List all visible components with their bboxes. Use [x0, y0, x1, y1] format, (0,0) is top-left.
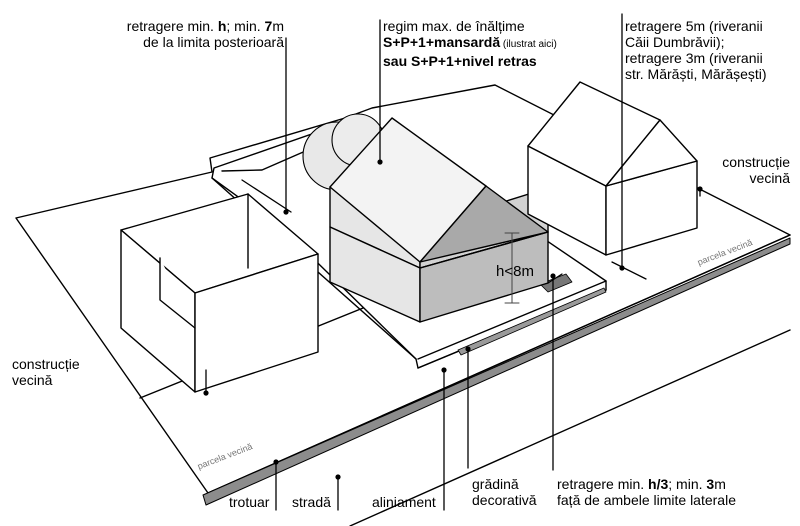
- dot-height-regime: [377, 159, 383, 165]
- dot-street: [335, 474, 341, 480]
- label-sidewalk: trotuar: [229, 494, 270, 510]
- main-house: [329, 117, 549, 323]
- dot-sidewalk: [273, 459, 279, 465]
- curb-strip: [202, 237, 791, 506]
- garden-strip: [457, 287, 607, 356]
- dot-garden: [465, 346, 471, 352]
- rear-setback-line1: retragere min. h; min. 7m: [126, 18, 284, 34]
- label-side-setback-5m: retragere 5m (riveranii Căii Dumbrăvii);…: [625, 18, 767, 82]
- dot-neighbor-left: [203, 390, 209, 396]
- rear-setback-arrow: [241, 179, 292, 213]
- dot-rear-setback: [283, 209, 289, 215]
- neighbor-left-line2: vecină: [12, 372, 53, 388]
- leader-lines: [205, 13, 701, 511]
- garden-line1: grădină: [472, 476, 519, 492]
- house-roof-right: [419, 185, 549, 263]
- dot-alignment: [441, 367, 447, 373]
- side-setback-line4: str. Mărăști, Mărășești): [625, 66, 767, 82]
- neighbor-right-line2: vecină: [749, 170, 790, 186]
- height-regime-line3: sau S+P+1+nivel retras: [383, 53, 537, 69]
- label-lateral-setback: retragere min. h/3; min. 3m față de ambe…: [557, 476, 736, 508]
- label-rear-setback: retragere min. h; min. 7m de la limita p…: [100, 18, 284, 50]
- neighbor-right-line1: construcție: [722, 154, 790, 170]
- lateral-setback-arrow: [547, 273, 563, 284]
- garden-line2: decorativă: [472, 492, 537, 508]
- label-garden: grădină decorativă: [472, 476, 537, 508]
- dot-lateral-setback: [550, 273, 556, 279]
- left-bldg-inner: [159, 257, 196, 329]
- side-setback-arrow: [611, 261, 647, 280]
- height-regime-line2: S+P+1+mansardă (ilustrat aici): [383, 34, 557, 50]
- height-regime-line1: regim max. de înălțime: [383, 18, 525, 34]
- side-setback-line3: retragere 3m (riveranii: [625, 50, 763, 66]
- label-neighbor-right: construcție vecină: [680, 154, 790, 186]
- lot-front-edge: [417, 280, 607, 360]
- side-setback-line2: Căii Dumbrăvii);: [625, 34, 725, 50]
- label-height-regime: regim max. de înălțime S+P+1+mansardă (i…: [383, 18, 557, 69]
- side-setback-line1: retragere 5m (riveranii: [625, 18, 763, 34]
- neighbor-building-left: [120, 193, 319, 393]
- street-edge: [349, 329, 791, 526]
- rear-setback-line2: de la limita posterioară: [143, 34, 284, 50]
- lateral-setback-line2: față de ambele limite laterale: [557, 492, 736, 508]
- label-neighbor-left: construcție vecină: [12, 356, 80, 388]
- label-street: stradă: [292, 494, 331, 510]
- height-dimension: [504, 232, 520, 304]
- lateral-setback-line1: retragere min. h/3; min. 3m: [557, 476, 726, 492]
- label-height-limit: h<8m: [496, 263, 534, 280]
- label-alignment: aliniament: [372, 494, 436, 510]
- dot-side-setback: [619, 265, 625, 271]
- neighbor-building-right: [527, 81, 698, 256]
- left-bldg-front: [194, 253, 319, 393]
- dot-neighbor-right: [697, 186, 703, 192]
- leader-dots: [203, 159, 703, 480]
- neighbor-left-line1: construcție: [12, 356, 80, 372]
- house-floor-line: [419, 231, 549, 269]
- right-bldg-roof-right: [605, 119, 698, 187]
